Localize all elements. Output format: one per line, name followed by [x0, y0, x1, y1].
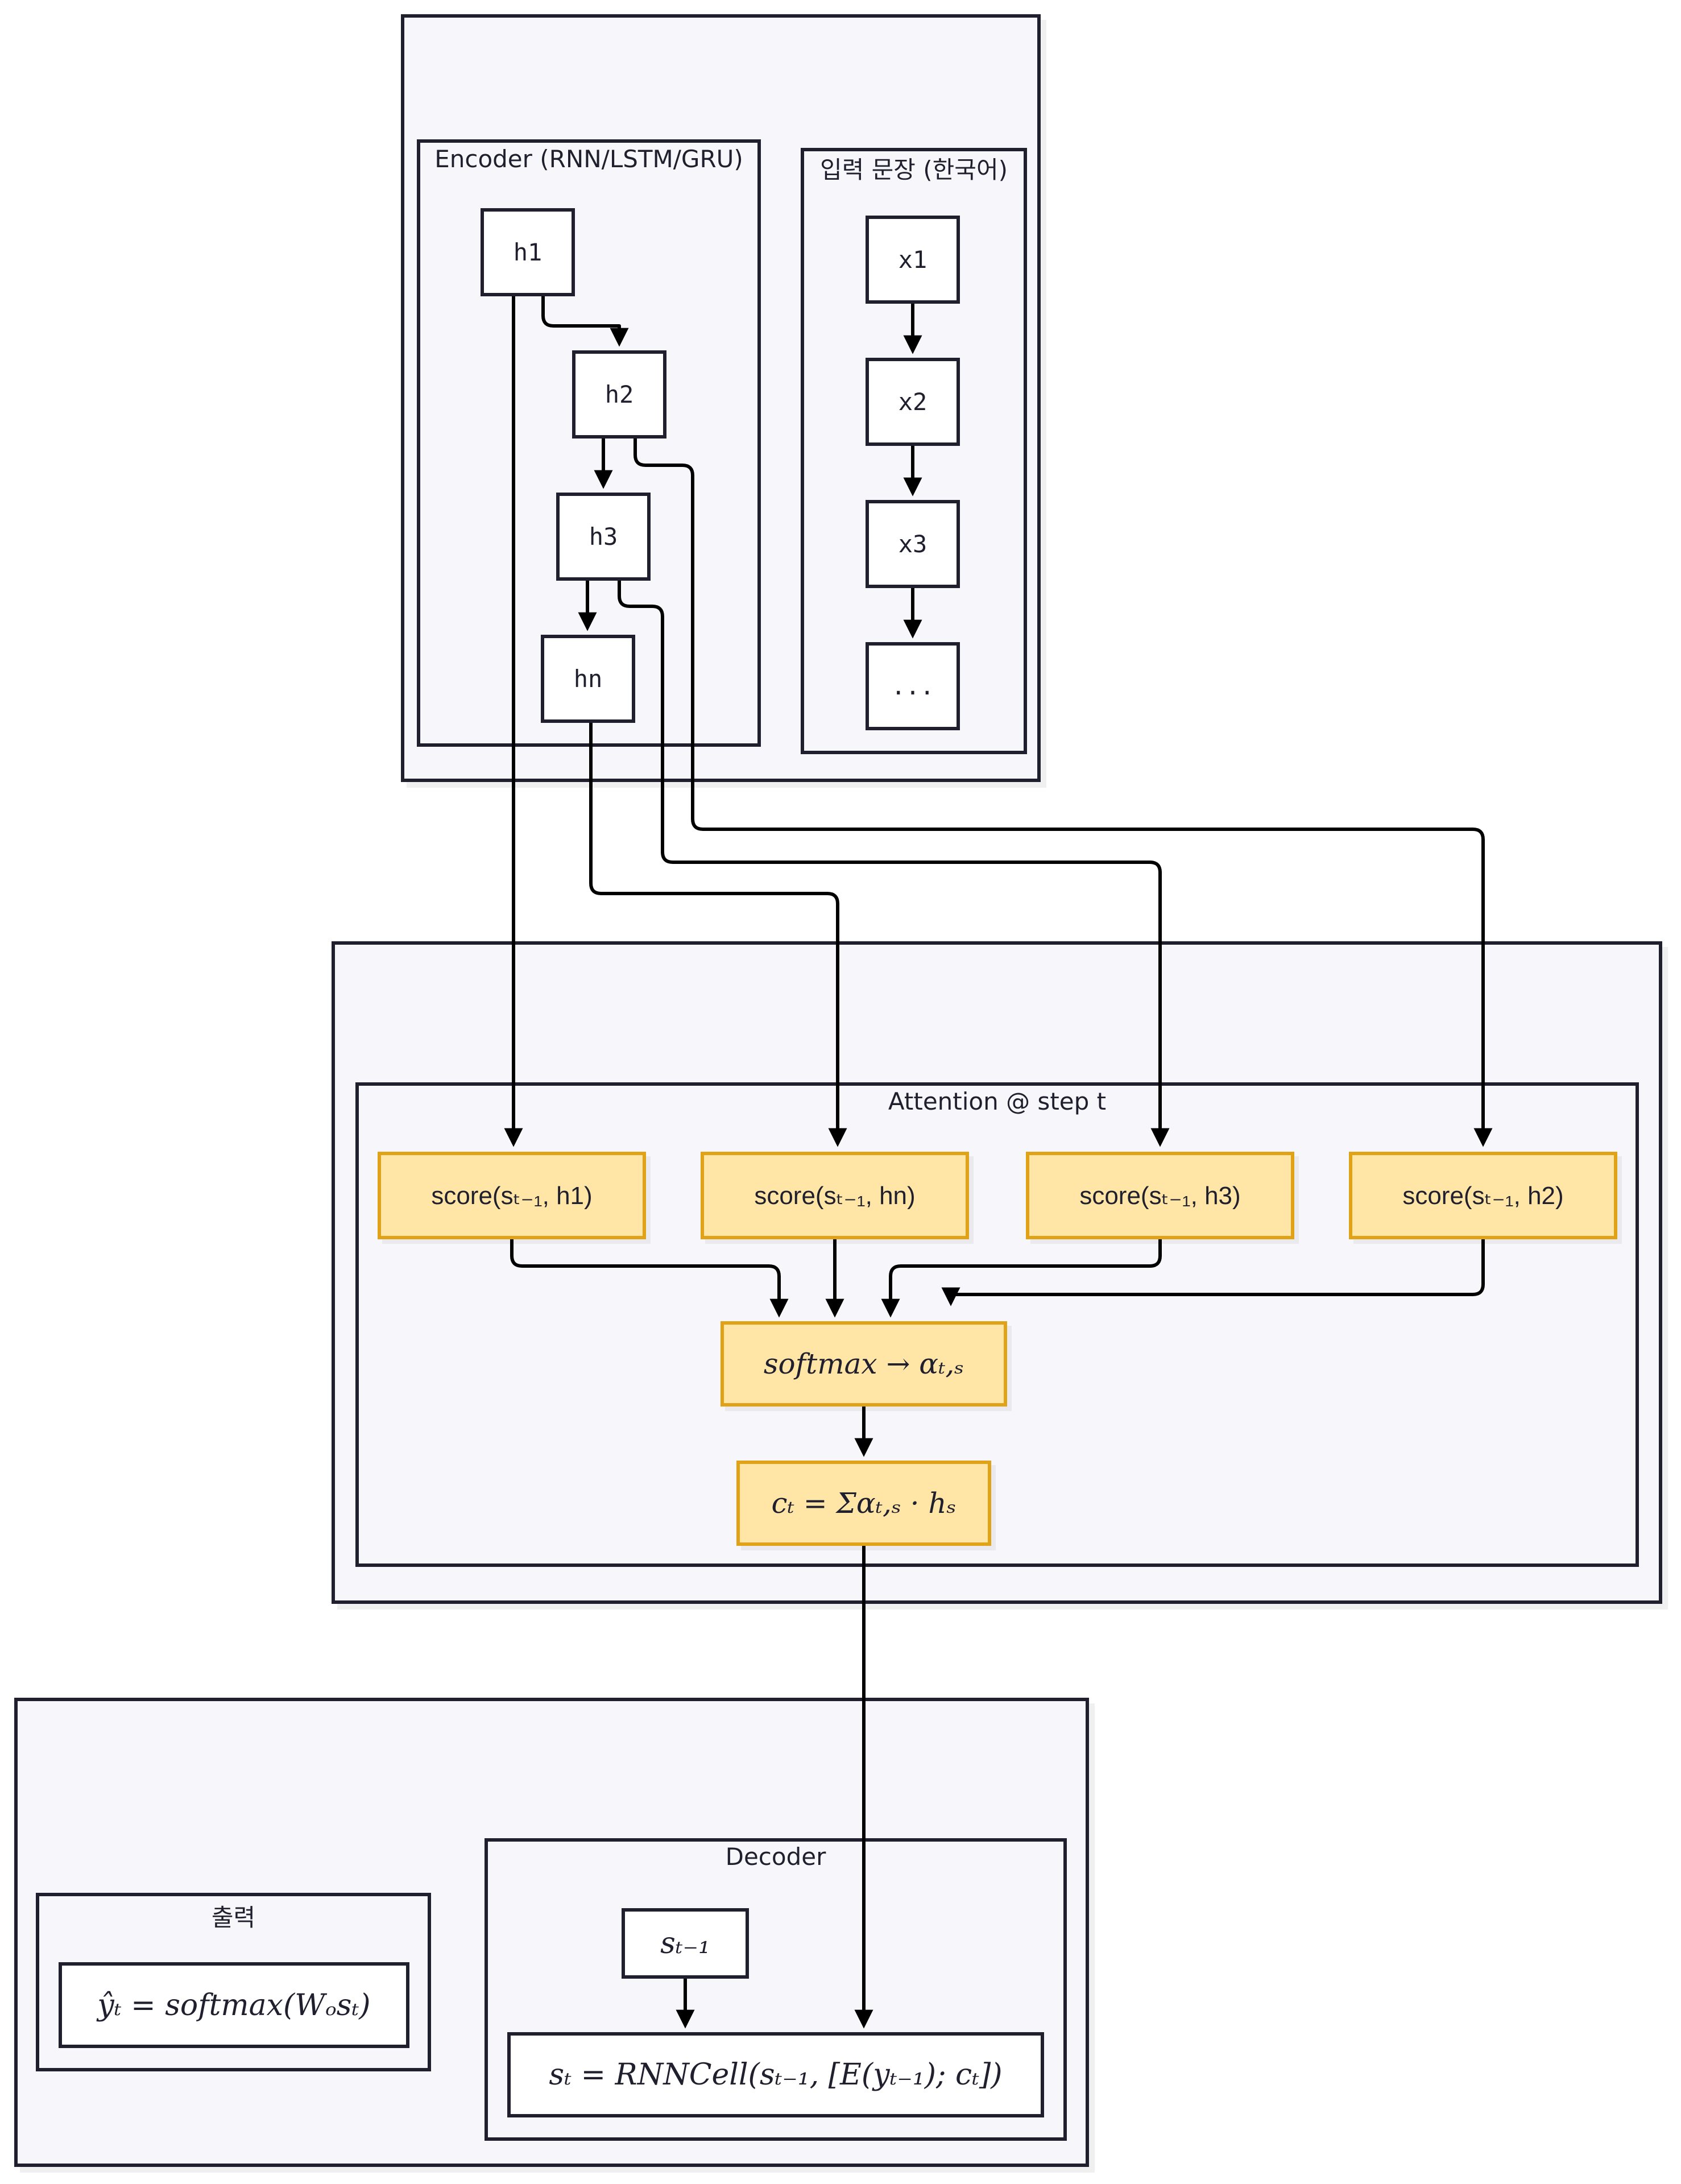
arrow-h1-h2 — [541, 296, 629, 347]
attention-title: Attention @ step t — [888, 1087, 1107, 1115]
output-formula-node: ŷₜ = softmax(Wₒsₜ) — [59, 1962, 409, 2048]
arrow-score-h2-softmax — [941, 1239, 1485, 1306]
output-title: 출력 — [211, 1904, 256, 1931]
score-node-h3: score(sₜ₋₁, h3) — [1026, 1152, 1294, 1239]
input-node-ellipsis: ... — [866, 642, 960, 730]
score-node-h1: score(sₜ₋₁, h1) — [378, 1152, 646, 1239]
encoder-node-h2: h2 — [572, 350, 666, 439]
arrow-h3-score — [618, 581, 1170, 1147]
encoder-title: Encoder (RNN/LSTM/GRU) — [434, 145, 743, 173]
arrow-h2-score — [634, 439, 1493, 1147]
decoder-title: Decoder — [725, 1843, 826, 1871]
score-node-hn: score(sₜ₋₁, hn) — [701, 1152, 969, 1239]
prev-state-node: sₜ₋₁ — [622, 1908, 749, 1979]
arrow-hn-score — [589, 723, 847, 1147]
input-node-x2: x2 — [866, 358, 960, 446]
score-node-h2: score(sₜ₋₁, h2) — [1349, 1152, 1617, 1239]
input-node-x3: x3 — [866, 500, 960, 588]
encoder-node-h3: h3 — [556, 493, 651, 581]
arrow-score-h1-softmax — [510, 1239, 789, 1318]
rnn-cell-node: sₜ = RNNCell(sₜ₋₁, [E(yₜ₋₁); cₜ]) — [507, 2032, 1044, 2117]
encoder-node-hn: hn — [541, 635, 635, 723]
encoder-node-h1: h1 — [481, 208, 575, 296]
arrow-score-h3-softmax — [881, 1239, 1162, 1318]
context-vector-node: cₜ = Σαₜ,ₛ · hₛ — [736, 1461, 991, 1546]
input-node-x1: x1 — [866, 216, 960, 304]
input-sentence-title: 입력 문장 (한국어) — [820, 156, 1008, 184]
softmax-node: softmax → αₜ,ₛ — [721, 1321, 1007, 1407]
